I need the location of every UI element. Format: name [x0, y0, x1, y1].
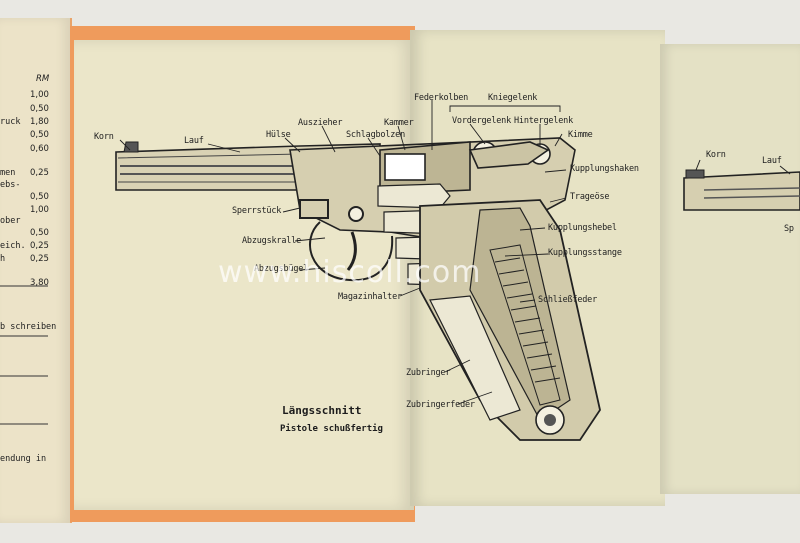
leader-lines: [119, 100, 567, 405]
label-auszieher: Auszieher: [298, 118, 343, 128]
label-vordergelenk: Vordergelenk: [452, 116, 512, 126]
next-page-label-lauf: Lauf: [762, 156, 782, 166]
caption-subtitle: Pistole schußfertig: [280, 424, 383, 434]
text-fragment: ruck: [0, 117, 21, 127]
price-item: 0,50: [30, 130, 49, 140]
price-total: 3,80: [30, 278, 49, 288]
text-fragment: men: [0, 168, 16, 178]
label-kammer: Kammer: [384, 118, 414, 128]
trigger-guard-drawing: [299, 199, 394, 282]
watermark: www.hiscoll.com: [218, 255, 482, 290]
text-fragment: endung in: [0, 454, 47, 464]
text-fragment: b schreiben: [0, 322, 57, 332]
next-page-barrel-drawing: [683, 159, 800, 211]
text-fragment: ebs-: [0, 180, 21, 190]
price-item: 0,25: [30, 241, 49, 251]
price-item: 0,50: [30, 228, 49, 238]
price-item: 0,25: [30, 254, 49, 264]
label-huelse: Hülse: [266, 130, 291, 140]
label-abzugskralle: Abzugskralle: [242, 236, 302, 246]
label-abzugsbuegel: Abzugsbügel: [254, 264, 309, 274]
label-schliessfeder: Schließfeder: [538, 295, 598, 305]
label-sperrstueck: Sperrstück: [232, 206, 282, 216]
label-lauf: Lauf: [184, 136, 204, 146]
text-fragment: eich.: [0, 241, 26, 251]
price-item: 1,80: [30, 117, 49, 127]
currency-header: RM: [36, 74, 50, 84]
label-hintergelenk: Hintergelenk: [514, 116, 574, 126]
price-item: 0,50: [30, 192, 49, 202]
next-page: [660, 44, 800, 494]
label-kimme: Kimme: [568, 130, 593, 140]
label-zubringerfeder: Zubringerfeder: [406, 400, 475, 410]
price-item: 1,00: [30, 205, 49, 215]
price-item: 0,25: [30, 168, 49, 178]
price-item: 1,00: [30, 90, 49, 100]
label-magazinhalter: Magazinhalter: [338, 292, 402, 302]
label-federkolben: Federkolben: [414, 93, 469, 103]
text-fragment: h: [0, 254, 6, 264]
label-kniegelenk: Kniegelenk: [488, 93, 538, 103]
price-item: 0,60: [30, 144, 49, 154]
label-schlagbolzen: Schlagbolzen: [346, 130, 406, 140]
price-item: 0,50: [30, 104, 49, 114]
label-trageoese: Trageöse: [570, 192, 610, 202]
text-fragment: ober: [0, 216, 21, 226]
next-page-label-korn: Korn: [706, 150, 726, 160]
grip-drawing: [419, 199, 601, 441]
caption-title: Längsschnitt: [282, 404, 362, 417]
label-korn: Korn: [94, 132, 114, 142]
label-kupplungshaken: Kupplungshaken: [570, 164, 639, 174]
label-zubringer: Zubringer: [406, 368, 451, 378]
left-diagram-page: [74, 40, 414, 510]
label-kupplungshebel: Kupplungshebel: [548, 223, 617, 233]
label-kupplungsstange: Kupplungsstange: [548, 248, 622, 258]
next-page-fragment: Sp: [784, 224, 794, 234]
